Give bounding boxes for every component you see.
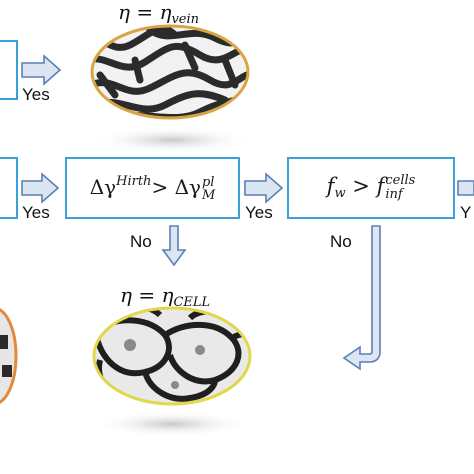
f-w: f [326,174,335,199]
arrow-down-cell [161,225,187,267]
cell-microstructure-image [92,306,252,406]
arrow-top-right [21,54,62,86]
sup-cells: cells [385,173,416,189]
sub-vein: vein [171,12,200,27]
eta-lhs: η [118,0,130,24]
yes-label-mid-1: Yes [22,203,50,222]
sup-hirth: Hirth [116,174,152,190]
partial-box-top-left [0,40,18,100]
sub-cell: CELL [173,295,211,310]
delta-gamma-m: Δγ [174,175,201,200]
no-label-fw: No [330,232,352,251]
yes-label-mid-2: Yes [245,203,273,222]
equation-eta-cell: η = ηCELL [120,283,210,310]
cell-shadow [92,411,252,437]
delta-gamma-hirth: Δγ [89,175,117,200]
arrow-mid-1 [21,172,60,204]
f-inf: f [376,174,385,199]
equation-eta-vein: η = ηvein [118,0,199,27]
eta-lhs-cell: η [120,283,132,307]
sup-pl: pl [201,174,215,190]
vein-shadow [92,127,252,153]
eta-rhs: η [159,0,172,24]
arrow-bent-long [342,225,381,371]
sub-w: w [334,186,346,202]
vein-microstructure-image [90,24,250,120]
equals-sign-cell: = [138,283,156,307]
sub-inf: inf [385,187,403,202]
gt-operator-2: > [352,174,370,199]
yes-label-top: Yes [22,85,50,104]
eta-rhs-cell: η [161,283,174,307]
yes-label-mid-3: Y [460,203,472,222]
sub-m: M [201,187,216,203]
arrow-mid-2 [244,172,284,204]
arrow-mid-3 [457,180,474,196]
gt-operator: > [151,175,169,200]
left-partial-microstructure-image [0,308,18,404]
no-label-hirth: No [130,232,152,251]
equals-sign: = [136,0,154,24]
partial-box-mid-left [0,157,18,219]
